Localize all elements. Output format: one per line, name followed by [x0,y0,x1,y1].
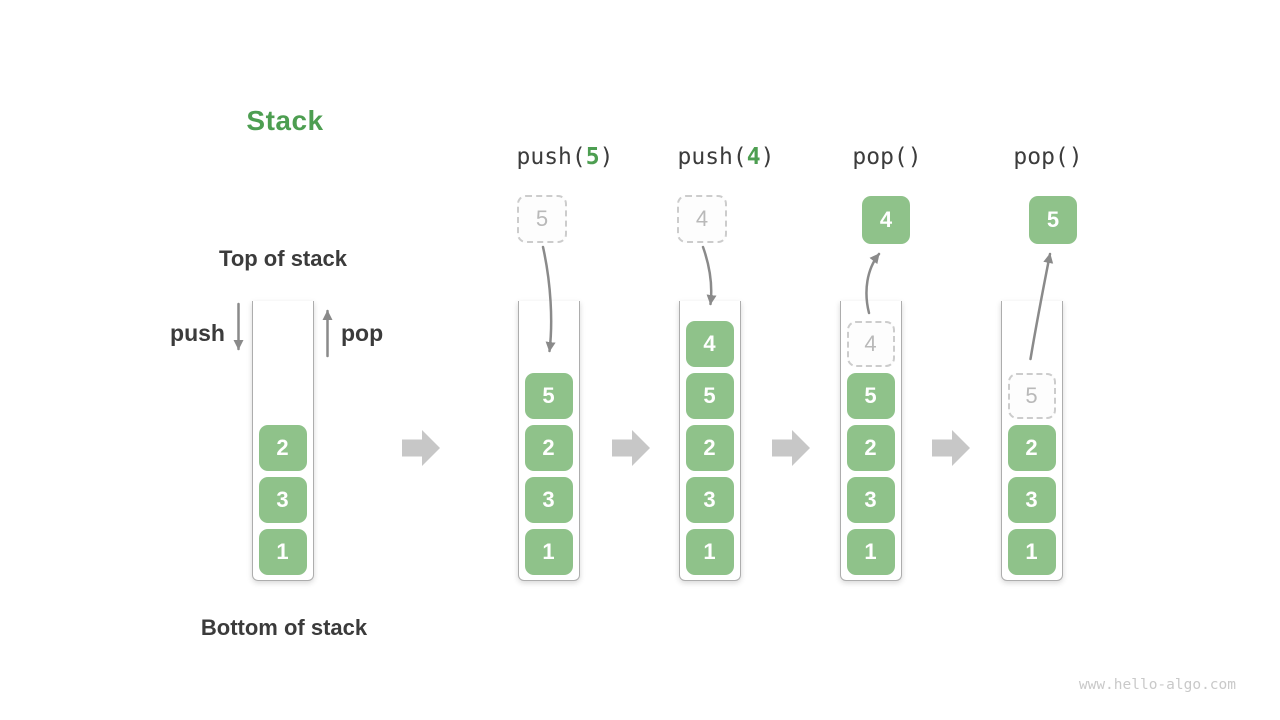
stack-element: 3 [685,477,734,523]
stack-element: 5 [524,373,573,419]
stack-element: 2 [685,425,734,471]
stack-element: 2 [1007,425,1056,471]
op-text: push( [516,144,586,170]
bottom-of-stack-label: Bottom of stack [200,615,368,640]
pushed-value-box: 4 [677,195,727,243]
stack-element: 2 [846,425,895,471]
stack-element: 3 [1007,477,1056,523]
stack-element: 4 [685,321,734,367]
op-text: pop() [852,144,922,170]
push-label: push [170,320,225,346]
watermark: www.hello-algo.com [1078,677,1236,693]
pushed-value-box: 5 [517,195,567,243]
stack-container-after-pop-5: 5 2 3 1 [1001,301,1063,581]
top-of-stack-label: Top of stack [219,246,347,271]
op-text: pop() [1013,144,1083,170]
diagram-title: Stack [246,105,324,136]
op-text: ) [760,144,775,170]
operation-label-push-5: push(5) [485,143,645,171]
stack-element: 3 [524,477,573,523]
stack-container-after-pop-4: 4 5 2 3 1 [840,301,902,581]
op-arg: 4 [746,144,761,170]
push-4-arrow-icon [701,245,717,306]
popped-value-box: 5 [1029,196,1077,244]
stack-element: 3 [846,477,895,523]
stack-element: 2 [258,425,307,471]
stack-element: 5 [846,373,895,419]
op-text: push( [677,144,747,170]
operation-label-push-4: push(4) [646,143,806,171]
step-arrow-icon [772,430,810,466]
step-arrow-icon [402,430,440,466]
popped-value-box: 4 [862,196,910,244]
stack-element: 1 [258,529,307,575]
stack-element: 5 [685,373,734,419]
stack-element-removed: 5 [1007,373,1056,419]
stack-element: 3 [258,477,307,523]
operation-label-pop-2: pop() [968,143,1128,171]
stack-container-after-push-4: 4 5 2 3 1 [679,301,741,581]
stack-container-initial: 2 3 1 [252,301,314,581]
stack-element: 1 [846,529,895,575]
step-arrow-icon [932,430,970,466]
operation-label-pop-1: pop() [807,143,967,171]
op-text: ) [599,144,614,170]
pop-label: pop [341,320,384,346]
op-arg: 5 [585,144,600,170]
step-arrow-icon [612,430,650,466]
stack-container-after-push-5: 5 2 3 1 [518,301,580,581]
stack-element: 1 [524,529,573,575]
stack-element: 1 [1007,529,1056,575]
stack-element: 2 [524,425,573,471]
stack-element-removed: 4 [846,321,895,367]
stack-element: 1 [685,529,734,575]
